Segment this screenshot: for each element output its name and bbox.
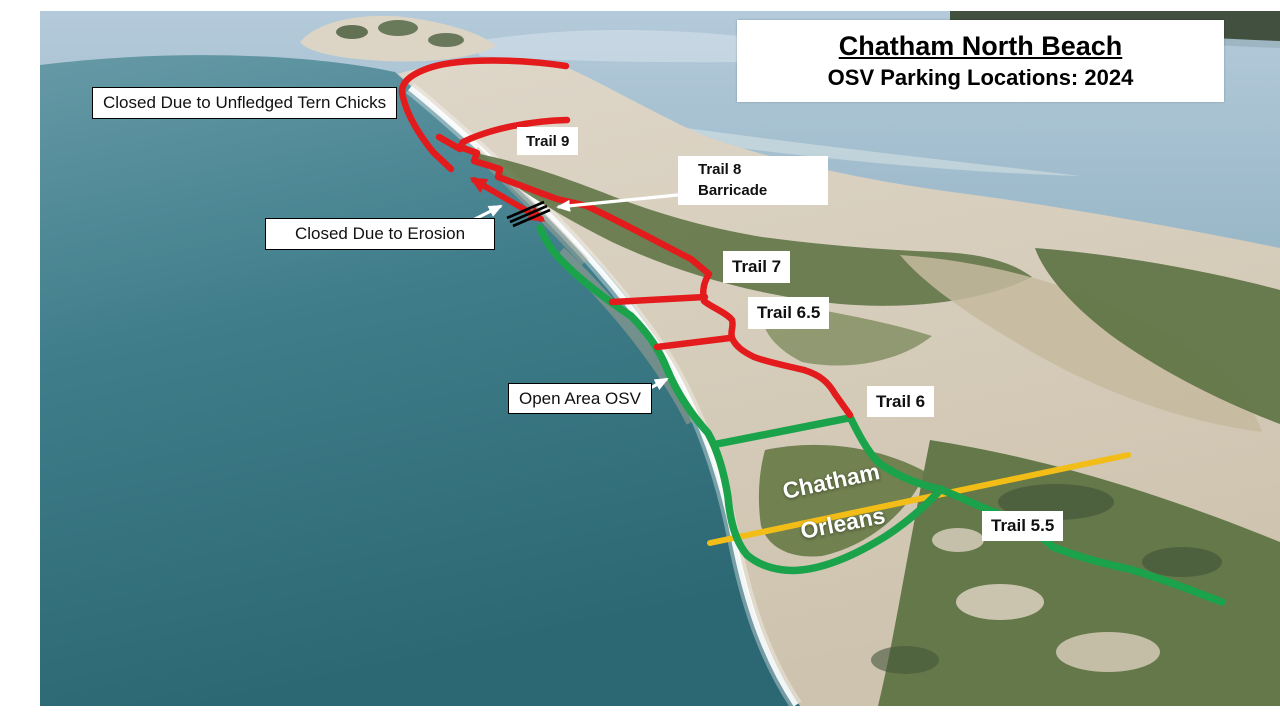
island-vegetation [378, 20, 418, 36]
label-open-area-osv: Open Area OSV [508, 383, 652, 414]
label-erosion-closure: Closed Due to Erosion [265, 218, 495, 250]
barricade-stripe [512, 208, 551, 228]
label-trail-8-barricade: Trail 8 Barricade [678, 156, 828, 205]
trail-8-barricade-marker [506, 200, 551, 228]
open-trail-6-connector [713, 414, 853, 448]
dark-vegetation [1142, 547, 1222, 577]
label-trail-8-line1: Trail 8 [698, 161, 742, 179]
ocean [40, 55, 802, 706]
map-subtitle: OSV Parking Locations: 2024 [827, 65, 1134, 91]
closed-trail-outer-loop [398, 57, 570, 173]
marsh-right [1035, 248, 1280, 424]
sand-pocket [956, 584, 1044, 620]
barricade-stripe [506, 200, 545, 220]
label-trail-5-5: Trail 5.5 [982, 511, 1064, 541]
label-trail-9: Trail 9 [517, 127, 579, 155]
island-vegetation [428, 33, 464, 47]
island-vegetation [336, 25, 368, 39]
open-trail-beach [536, 224, 945, 575]
tidal-flat [900, 255, 1262, 432]
label-tern-closure: Closed Due to Unfledged Tern Chicks [92, 87, 398, 119]
label-trail-6-5: Trail 6.5 [748, 297, 830, 329]
barricade-pointer-arrow [556, 192, 688, 212]
label-trail-6: Trail 6 [867, 386, 935, 417]
town-boundary-line [707, 452, 1131, 546]
marsh-upper [470, 152, 1032, 306]
dark-vegetation [871, 646, 939, 674]
closed-trail-main [456, 116, 854, 419]
barricade-stripe [509, 204, 548, 224]
label-trail-7: Trail 7 [723, 251, 791, 283]
closed-trail-65-connector [653, 334, 734, 351]
map-title-box: Chatham North Beach OSV Parking Location… [737, 20, 1224, 102]
marsh-triangle [758, 444, 926, 557]
aerial-photo [40, 11, 1280, 706]
sand-pocket [932, 528, 984, 552]
map-title: Chatham North Beach [838, 31, 1123, 62]
label-trail-8-line2: Barricade [698, 181, 768, 199]
closed-trail-stub [435, 133, 464, 153]
sand-pocket [1056, 632, 1160, 672]
closed-trail-7-connector [608, 293, 709, 306]
